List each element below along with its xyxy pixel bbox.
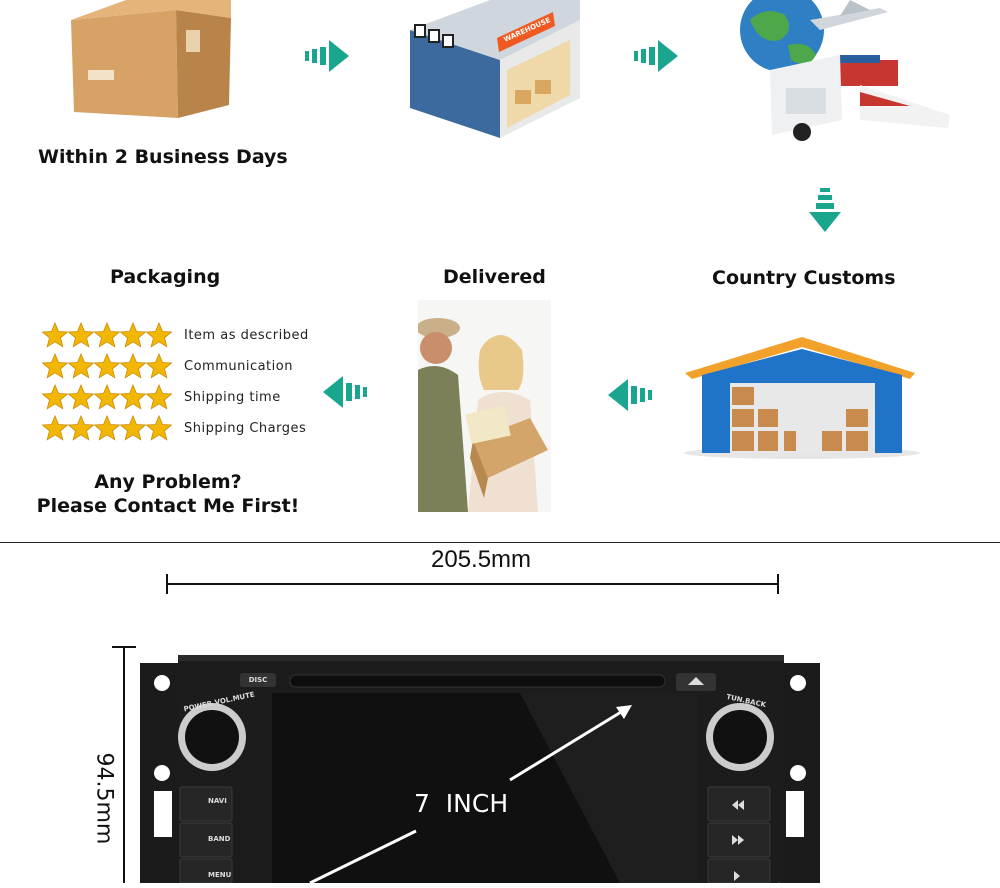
rating-stars	[42, 384, 172, 410]
arrow-left-icon	[608, 379, 652, 411]
rating-row: Item as described	[42, 322, 309, 348]
star-icon	[42, 322, 68, 348]
arrow-right-icon	[305, 40, 349, 72]
width-dimension-line	[166, 572, 780, 596]
height-dimension-line	[110, 645, 140, 883]
star-icon	[94, 415, 120, 441]
star-icon	[120, 353, 146, 379]
step1-caption: Within 2 Business Days	[38, 146, 288, 168]
contact-line-1: Any Problem?	[94, 471, 242, 493]
star-icon	[94, 353, 120, 379]
band-button[interactable]: BAND	[208, 835, 231, 843]
country-customs-caption: Country Customs	[712, 267, 896, 289]
rating-label: Shipping time	[184, 389, 281, 405]
car-stereo-device	[140, 655, 820, 885]
star-icon	[146, 384, 172, 410]
contact-notice: Any Problem? Please Contact Me First!	[18, 470, 318, 518]
arrow-left-icon	[323, 376, 367, 408]
section-divider	[0, 542, 1000, 543]
navi-button[interactable]: NAVI	[208, 797, 227, 805]
rating-row: Shipping time	[42, 384, 281, 410]
star-icon	[42, 415, 68, 441]
packaging-caption: Packaging	[110, 266, 221, 288]
star-icon	[68, 415, 94, 441]
delivery-photo	[418, 300, 551, 512]
rating-row: Communication	[42, 353, 293, 379]
delivered-caption: Delivered	[443, 266, 546, 288]
screen-size-label: 7 INCH	[414, 789, 509, 818]
star-icon	[146, 353, 172, 379]
star-icon	[146, 322, 172, 348]
height-dimension-label: 94.5mm	[91, 752, 117, 845]
star-icon	[68, 322, 94, 348]
rating-stars	[42, 322, 172, 348]
rating-label: Communication	[184, 358, 293, 374]
star-icon	[68, 384, 94, 410]
rating-label: Shipping Charges	[184, 420, 307, 436]
star-icon	[94, 384, 120, 410]
arrow-right-icon	[634, 40, 678, 72]
star-icon	[146, 415, 172, 441]
rating-row: Shipping Charges	[42, 415, 306, 441]
rating-stars	[42, 353, 172, 379]
arrow-down-icon	[809, 188, 841, 232]
disc-button[interactable]: DISC	[240, 673, 276, 687]
rating-stars	[42, 415, 172, 441]
rating-label: Item as described	[184, 327, 309, 343]
width-dimension-label: 205.5mm	[431, 546, 532, 573]
star-icon	[94, 322, 120, 348]
cardboard-box-illustration	[66, 0, 236, 118]
star-icon	[120, 322, 146, 348]
star-icon	[120, 415, 146, 441]
star-icon	[68, 353, 94, 379]
contact-line-2: Please Contact Me First!	[36, 495, 300, 517]
star-icon	[42, 384, 68, 410]
star-icon	[120, 384, 146, 410]
transport-illustration	[710, 0, 960, 145]
customs-warehouse-illustration	[680, 335, 925, 460]
warehouse-illustration: WAREHOUSE	[405, 0, 585, 140]
menu-button[interactable]: MENU	[208, 871, 232, 879]
star-icon	[42, 353, 68, 379]
